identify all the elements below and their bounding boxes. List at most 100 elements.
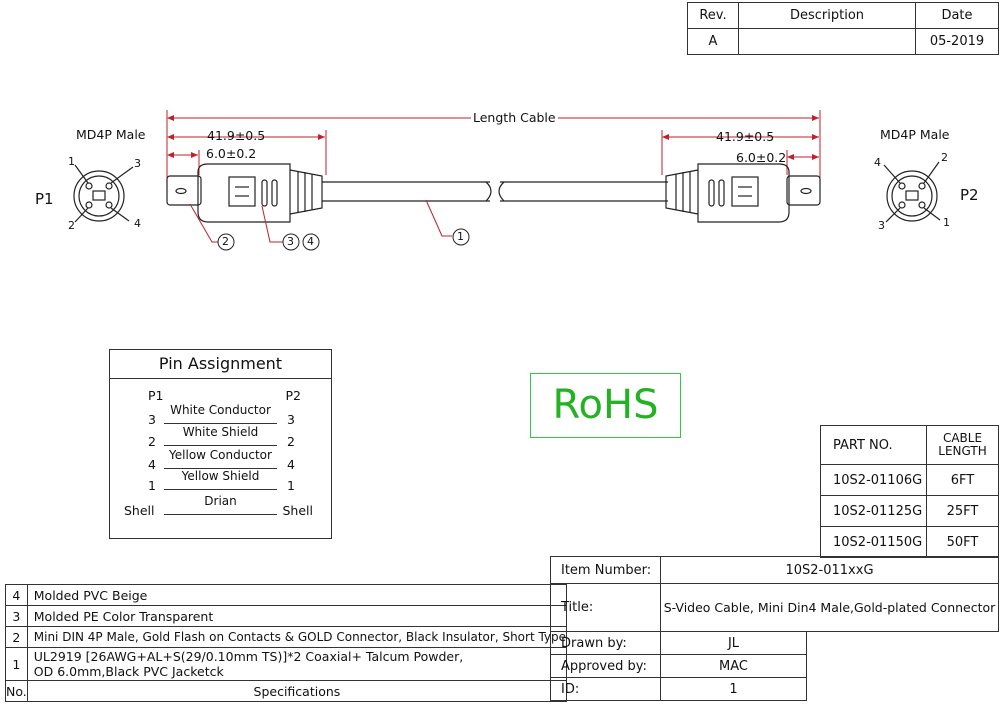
wire-line — [164, 468, 277, 469]
wire-line — [164, 423, 277, 424]
part-no-cell: 10S2-01106G — [820, 464, 927, 496]
date-value: 05-2019 — [915, 28, 999, 55]
description-header: Description — [738, 2, 916, 29]
pin-assignment-title: Pin Assignment — [110, 350, 331, 379]
p2-pin-2: 2 — [941, 151, 948, 164]
specifications-table: 4 Molded PVC Beige 3 Molded PE Color Tra… — [5, 584, 568, 702]
pin-p1: 3 — [148, 412, 156, 427]
length-cell: 50FT — [926, 526, 999, 558]
callout-circle-4 — [302, 233, 320, 251]
table-row: 4 Molded PVC Beige — [5, 584, 568, 606]
pin-p2: Shell — [282, 503, 314, 518]
p2-pin-4: 4 — [874, 156, 881, 169]
approved-by-label: Approved by: — [550, 654, 661, 678]
callout-circle-3 — [282, 233, 300, 251]
title-block-blank — [806, 631, 999, 701]
p2-pin-1: 1 — [943, 216, 950, 229]
wire-line — [164, 489, 277, 490]
p1-pin-1: 1 — [68, 155, 75, 168]
pin-p1: Shell — [124, 503, 155, 518]
pin-p2: 4 — [287, 457, 295, 472]
description-value — [738, 28, 916, 55]
spec-no-header: No. — [5, 680, 28, 702]
pin-wire: White Shield — [182, 425, 259, 439]
left-body-dim: 41.9±0.5 — [207, 128, 266, 143]
title-block: Item Number: 10S2-011xxG Title: S-Video … — [550, 556, 999, 701]
spec-desc: Molded PE Color Transparent — [26, 605, 568, 627]
title-label: Title: — [550, 583, 661, 632]
p2-pin-3: 3 — [878, 219, 885, 232]
rev-value: A — [687, 28, 739, 55]
title-value: S-Video Cable, Mini Din4 Male,Gold-plate… — [660, 583, 999, 632]
revision-table: Rev. Description Date A 05-2019 — [687, 2, 999, 55]
drawn-by-value: JL — [660, 631, 807, 655]
callout-3: 3 — [287, 235, 294, 248]
pin-p1: 1 — [148, 478, 156, 493]
right-port-label: P2 — [960, 186, 979, 204]
wire-line — [164, 514, 277, 515]
pin-col-p2: P2 — [285, 388, 302, 403]
id-label: ID: — [550, 677, 661, 701]
id-value: 1 — [660, 677, 807, 701]
p1-connector-face — [73, 164, 134, 223]
table-row: 10S2-01125G 25FT — [820, 495, 999, 527]
spec-no: 1 — [5, 647, 28, 681]
callout-circle-1 — [452, 228, 470, 246]
p1-pin-4: 4 — [134, 217, 141, 230]
item-number-label: Item Number: — [550, 556, 661, 584]
cable-drawing — [73, 110, 941, 251]
callout-circle-2 — [217, 233, 235, 251]
pin-wire: Drian — [204, 494, 237, 508]
spec-no: 2 — [5, 626, 28, 648]
pin-row: 3 White Conductor 3 — [110, 403, 331, 432]
approved-by-value: MAC — [660, 654, 807, 678]
pin-p2: 1 — [287, 478, 295, 493]
pin-p1: 2 — [148, 434, 156, 449]
pin-assignment-table: Pin Assignment P1 P2 3 White Conductor 3… — [109, 349, 332, 539]
p1-pin-3: 3 — [134, 157, 141, 170]
part-no-header: PART NO. — [820, 425, 927, 465]
table-row: 3 Molded PE Color Transparent — [5, 605, 568, 627]
spec-desc-line2: OD 6.0mm,Black PVC Jacketck — [33, 664, 224, 679]
rev-header: Rev. — [687, 2, 739, 29]
length-cable-label: Length Cable — [471, 110, 558, 125]
spec-no: 4 — [5, 584, 28, 606]
drawn-by-label: Drawn by: — [550, 631, 661, 655]
length-cell: 6FT — [926, 464, 999, 496]
callout-4: 4 — [307, 235, 314, 248]
part-number-table: PART NO. CABLE LENGTH 10S2-01106G 6FT 10… — [820, 425, 999, 558]
pin-row: 2 White Shield 2 — [110, 425, 331, 454]
right-body-dim: 41.9±0.5 — [716, 129, 775, 144]
pin-row: 4 Yellow Conductor 4 — [110, 448, 331, 477]
table-row: 2 Mini DIN 4P Male, Gold Flash on Contac… — [5, 626, 568, 648]
right-tip-dim: 6.0±0.2 — [736, 150, 787, 165]
spec-header: Specifications — [26, 680, 568, 702]
table-row: 1 UL2919 [26AWG+AL+S(29/0.10mm TS)]*2 Co… — [5, 647, 568, 681]
spec-desc: UL2919 [26AWG+AL+S(29/0.10mm TS)]*2 Coax… — [33, 649, 464, 664]
pin-p1: 4 — [148, 457, 156, 472]
pin-p2: 2 — [287, 434, 295, 449]
cable-length-header: CABLE LENGTH — [926, 425, 999, 465]
pin-col-p1: P1 — [148, 388, 164, 403]
rohs-mark: RoHS — [530, 373, 681, 438]
spec-no: 3 — [5, 605, 28, 627]
spec-desc: Mini DIN 4P Male, Gold Flash on Contacts… — [26, 626, 568, 648]
left-connector-type: MD4P Male — [76, 127, 146, 142]
p2-connector-face — [883, 161, 941, 223]
part-no-cell: 10S2-01150G — [820, 526, 927, 558]
p1-pin-2: 2 — [68, 219, 75, 232]
table-row: 10S2-01150G 50FT — [820, 526, 999, 558]
item-number-value: 10S2-011xxG — [660, 556, 999, 584]
spec-desc-cell: UL2919 [26AWG+AL+S(29/0.10mm TS)]*2 Coax… — [26, 647, 568, 681]
left-tip-dim: 6.0±0.2 — [206, 146, 257, 161]
part-no-cell: 10S2-01125G — [820, 495, 927, 527]
table-row: 10S2-01106G 6FT — [820, 464, 999, 496]
right-connector-type: MD4P Male — [880, 127, 950, 142]
callout-1: 1 — [457, 230, 464, 243]
spec-desc: Molded PVC Beige — [26, 584, 568, 606]
pin-row: 1 Yellow Shield 1 — [110, 469, 331, 498]
pin-row: Shell Drian Shell — [110, 494, 331, 523]
wire-line — [164, 445, 277, 446]
pin-wire: Yellow Conductor — [169, 448, 272, 462]
pin-p2: 3 — [287, 412, 295, 427]
